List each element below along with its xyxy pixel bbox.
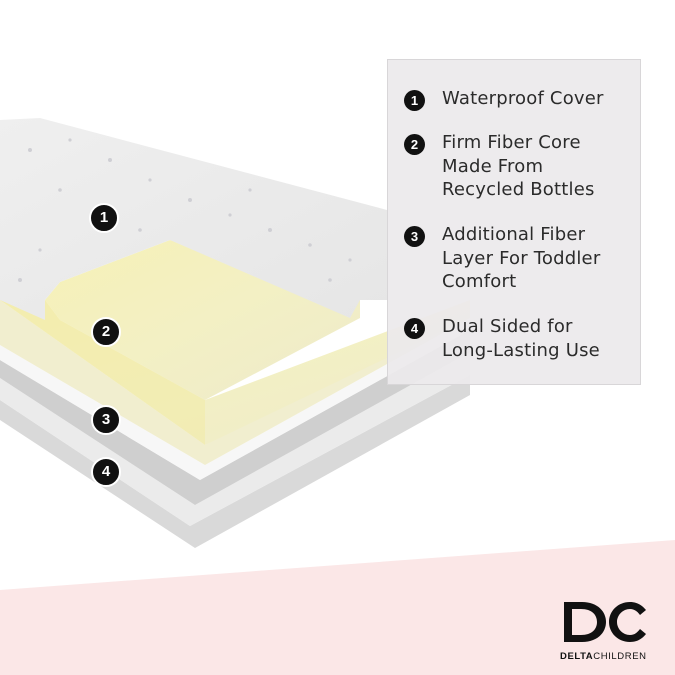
feature-item-1: 1 Waterproof Cover [404, 87, 642, 111]
layer-marker-3: 3 [91, 405, 121, 435]
feature-number-badge: 3 [404, 226, 425, 247]
layer-marker-1: 1 [89, 203, 119, 233]
layer-marker-4: 4 [91, 457, 121, 487]
feature-label: Firm Fiber Core Made From Recycled Bottl… [442, 132, 595, 200]
layer-marker-2: 2 [91, 317, 121, 347]
feature-number-badge: 2 [404, 134, 425, 155]
feature-number-badge: 1 [404, 90, 425, 111]
dc-monogram-icon [564, 602, 646, 642]
feature-item-2: 2 Firm Fiber Core Made From Recycled Bot… [404, 131, 642, 202]
layer-1-waterproof-cover [0, 118, 387, 320]
brand-wordmark-bold: DELTA [560, 651, 594, 662]
feature-item-3: 3 Additional Fiber Layer For Toddler Com… [404, 223, 642, 294]
feature-label: Additional Fiber Layer For Toddler Comfo… [442, 224, 601, 292]
feature-label: Dual Sided for Long-Lasting Use [442, 316, 600, 361]
brand-wordmark-regular: CHILDREN [593, 651, 647, 662]
layer-4-bottom-cover [0, 352, 470, 548]
brand-wordmark: DELTACHILDREN [560, 651, 650, 662]
delta-children-logo: DELTACHILDREN [560, 596, 650, 668]
feature-label: Waterproof Cover [442, 88, 604, 109]
features-panel: 1 Waterproof Cover 2 Firm Fiber Core Mad… [387, 59, 641, 385]
feature-item-4: 4 Dual Sided for Long-Lasting Use [404, 315, 642, 362]
feature-number-badge: 4 [404, 318, 425, 339]
